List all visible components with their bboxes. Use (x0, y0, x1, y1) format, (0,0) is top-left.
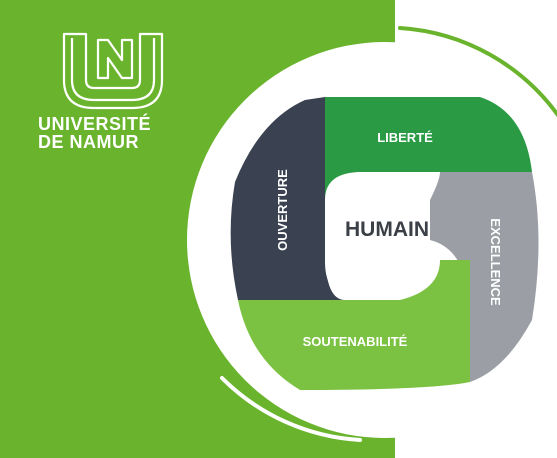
segment-soutenabilite (238, 260, 470, 390)
center-label-humain: HUMAIN (345, 218, 429, 241)
university-name: UNIVERSITÉ DE NAMUR (38, 115, 198, 151)
segment-label-liberte: LIBERTÉ (377, 130, 433, 145)
wheel-center (325, 172, 430, 300)
decorative-arc-bottom (220, 376, 362, 442)
segment-label-excellence: EXCELLENCE (488, 218, 503, 306)
segment-label-soutenabilite: SOUTENABILITÉ (303, 334, 408, 349)
decorative-arc-top (398, 26, 557, 118)
segment-ouverture (230, 97, 345, 300)
university-name-line2: DE NAMUR (38, 132, 139, 152)
segment-label-ouverture: OUVERTURE (275, 169, 290, 251)
segment-liberte (325, 97, 532, 200)
university-logo (58, 28, 168, 118)
segment-excellence (430, 172, 539, 382)
unamur-logo-icon (62, 32, 164, 110)
university-name-line1: UNIVERSITÉ (38, 114, 152, 134)
